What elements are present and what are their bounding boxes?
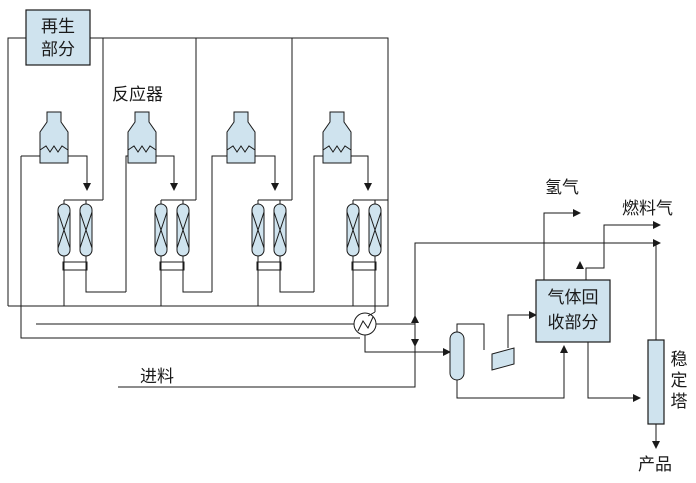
exchanger-to-separator-line [364,335,451,356]
heater-2 [127,111,157,164]
stabilizer-label-1: 稳 [671,350,688,370]
separator-vessel [449,331,465,381]
hydrogen-label: 氢气 [545,178,579,198]
gas-recovery-label-1: 气体回 [548,288,599,308]
heater-4 [322,111,352,164]
fuel-gas-label: 燃料气 [622,199,673,219]
compressor-symbol [491,347,515,371]
heat-exchanger [353,311,377,336]
regeneration-label-1: 再生 [41,17,75,37]
gas-recovery-unit: 气体回 收部分 [535,209,661,402]
stabilizer-label-2: 定 [671,371,688,391]
reactor-group-1 [21,38,126,306]
reactor-group-2 [125,38,212,306]
separator-drum [449,323,568,399]
regen-loop-lines [7,37,415,339]
compressor [491,311,537,371]
product-label: 产品 [638,455,672,475]
stabilizer-label-3: 塔 [671,392,688,412]
heater-1 [39,111,69,164]
gas-headers [411,239,661,347]
stabilizer-vessel [647,339,665,425]
gas-recovery-label-2: 收部分 [548,313,599,333]
regeneration-unit: 再生 部分 [25,9,91,66]
gas-recovery-box [535,279,611,343]
reactor-label: 反应器 [112,85,163,105]
reactor-group-4 [313,111,388,312]
heater-3 [226,111,256,164]
feed-label: 进料 [140,367,174,387]
stabilizer-column: 稳 定 塔 [647,243,688,449]
regeneration-label-2: 部分 [41,40,75,60]
reactor-group-3 [211,38,314,306]
regeneration-box [25,9,91,66]
